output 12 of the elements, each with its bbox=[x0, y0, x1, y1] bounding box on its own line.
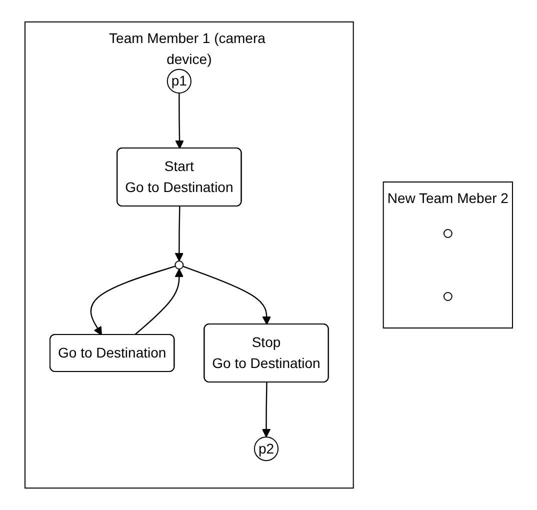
node-circle: p1 bbox=[166, 68, 192, 94]
node-circle bbox=[443, 292, 452, 301]
node-circle bbox=[443, 229, 452, 238]
node-circle bbox=[174, 260, 184, 270]
arrow bbox=[182, 266, 271, 325]
arrow bbox=[262, 382, 270, 438]
arrow bbox=[134, 268, 184, 336]
arrow bbox=[174, 93, 184, 149]
cluster: New Team Meber 2 bbox=[382, 182, 513, 328]
node-circle: p2 bbox=[254, 436, 278, 462]
arrow bbox=[90, 266, 176, 336]
arrow bbox=[174, 206, 184, 262]
